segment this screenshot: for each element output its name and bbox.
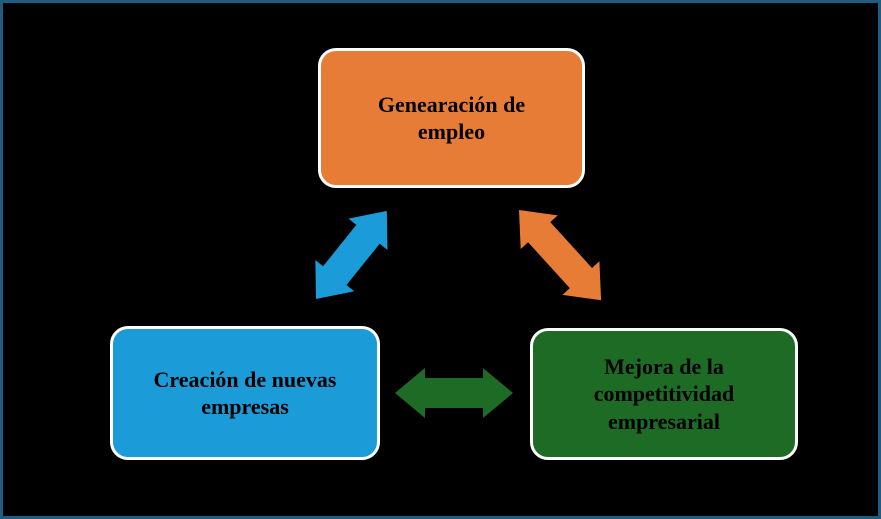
node-creacion-nuevas-empresas: Creación de nuevas empresas — [110, 326, 380, 460]
node-label-line: empresarial — [607, 408, 720, 434]
node-creacion-nuevas-empresas-label: Creación de nuevas empresas — [154, 366, 337, 421]
node-label-line: empresas — [201, 394, 289, 419]
double-arrow-empresas-competitividad — [395, 368, 513, 418]
node-mejora-competitividad-empresarial-label: Mejora de la competitividad empresarial — [594, 353, 735, 436]
node-label-line: Genearación de — [377, 91, 526, 117]
node-mejora-competitividad-empresarial: Mejora de la competitividad empresarial — [530, 328, 798, 460]
double-arrow-empleo-empresas — [315, 210, 388, 299]
node-label-line: empleo — [417, 119, 486, 144]
double-arrow-empleo-competitividad — [519, 210, 602, 301]
node-generacion-empleo: Genearación de empleo — [318, 48, 585, 188]
node-label-line: Mejora de la — [604, 353, 724, 379]
node-label-line: Creación de nuevas — [153, 366, 337, 392]
connector-layer — [315, 210, 602, 418]
node-label-line: competitividad — [593, 381, 735, 407]
node-generacion-empleo-label: Genearación de empleo — [378, 91, 525, 146]
